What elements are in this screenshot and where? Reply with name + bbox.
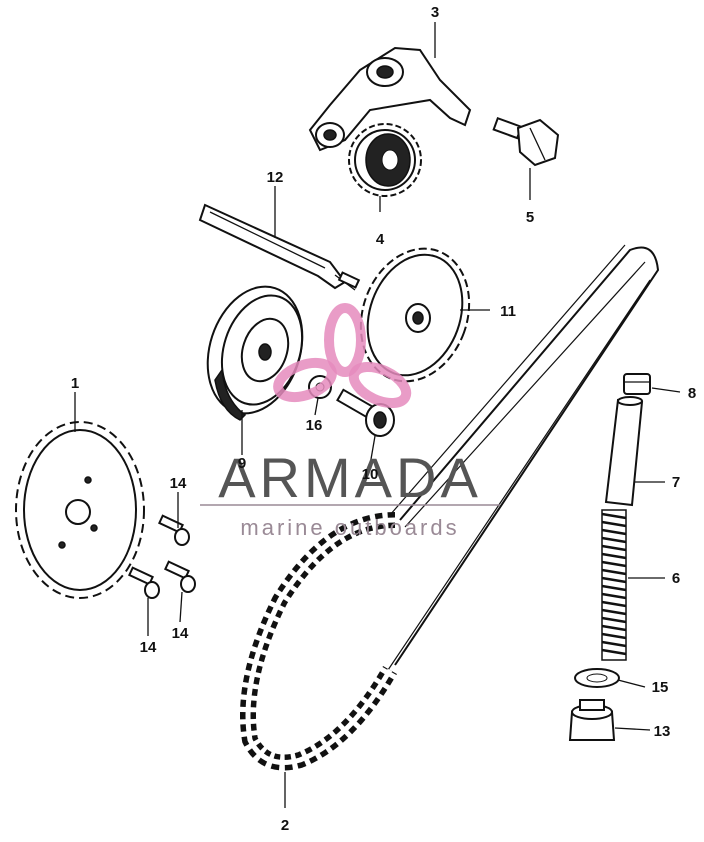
part-idler-sprocket	[359, 247, 471, 383]
part-bolt-10	[336, 388, 395, 437]
callout-3: 3	[431, 4, 439, 21]
part-cam-chain	[240, 244, 660, 771]
callout-4: 4	[376, 231, 385, 248]
watermark: ARMADA marine outboards	[200, 303, 500, 540]
callout-10: 10	[362, 466, 379, 483]
callout-labels: 3 4 5 12 11 1 8 7 6 15 13 9 16 10 2 14 1…	[71, 4, 696, 834]
callout-7: 7	[672, 474, 680, 491]
callout-11: 11	[500, 303, 516, 320]
logo-blade-top	[324, 303, 366, 377]
part-bolt-5	[492, 116, 560, 167]
part-plug-13	[568, 699, 616, 741]
part-roller	[206, 285, 304, 421]
callout-6: 6	[672, 570, 680, 587]
part-bolts-14	[128, 514, 196, 599]
part-small-sprocket	[348, 123, 422, 197]
part-drive-sprocket	[15, 421, 145, 599]
callout-12: 12	[267, 169, 284, 186]
callout-2: 2	[281, 817, 289, 834]
watermark-tagline: marine outboards	[240, 515, 459, 540]
callout-9: 9	[238, 455, 246, 472]
watermark-brand: ARMADA	[218, 446, 482, 509]
callout-14-left: 14	[140, 639, 157, 656]
leader-lines	[74, 22, 681, 808]
callout-8: 8	[688, 385, 696, 402]
callout-5: 5	[526, 209, 534, 226]
callout-1: 1	[71, 375, 79, 392]
part-tube-7	[604, 396, 644, 507]
part-cap-8	[623, 373, 651, 395]
part-shaft	[198, 203, 361, 291]
logo-blade-right	[348, 361, 412, 409]
part-tensioner-arm	[308, 46, 472, 152]
callout-13: 13	[654, 723, 671, 740]
part-spring-6	[601, 509, 627, 661]
callout-14-top: 14	[170, 475, 187, 492]
callout-16: 16	[306, 417, 323, 434]
logo-blade-left	[273, 357, 337, 403]
part-washer-15	[574, 668, 620, 688]
callout-14-right: 14	[172, 625, 189, 642]
callout-15: 15	[652, 679, 669, 696]
propeller-logo	[273, 303, 412, 409]
